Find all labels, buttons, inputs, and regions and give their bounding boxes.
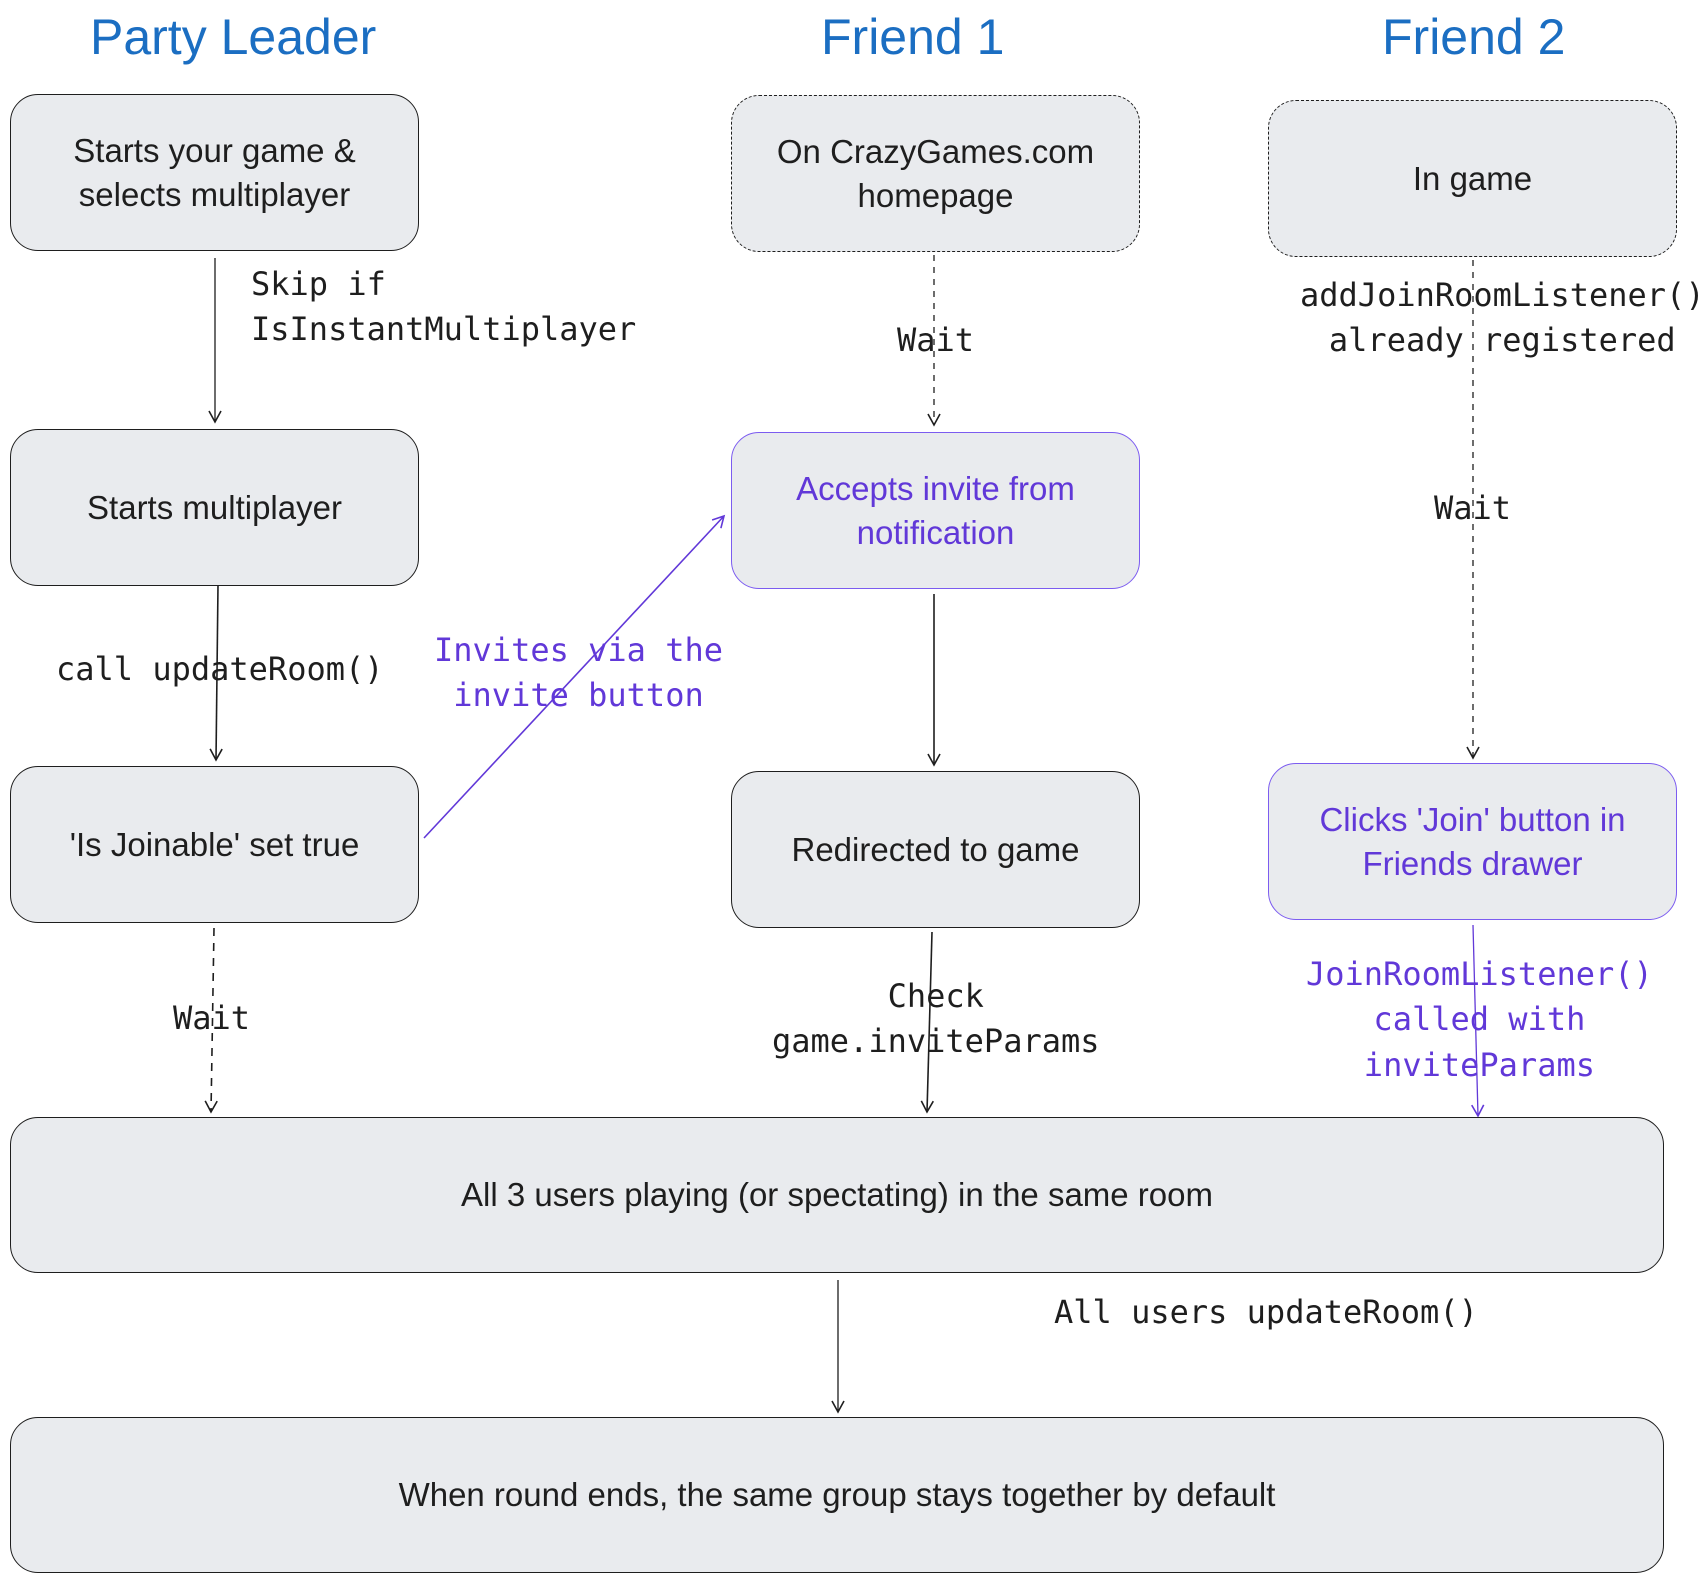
node-leader-multiplayer: Starts multiplayer: [10, 429, 419, 586]
node-friend1-homepage: On CrazyGames.com homepage: [731, 95, 1140, 252]
node-friend2-in-game: In game: [1268, 100, 1677, 257]
lane-title-friend-1: Friend 1: [821, 9, 1005, 65]
label-leader-wait: Wait: [173, 999, 251, 1037]
label-line: Skip if: [251, 265, 386, 303]
label-line: called with: [1373, 1000, 1586, 1039]
label-all-users-update-room: All users updateRoom(): [1054, 1293, 1478, 1331]
label-invites-via-button: Invites via the invite button: [434, 628, 723, 719]
lane-title-friend-2: Friend 2: [1382, 9, 1566, 65]
arrow-joinable-to-room: [204, 927, 218, 1114]
lane-title-party-leader: Party Leader: [90, 9, 377, 65]
label-line: Check: [887, 977, 984, 1015]
label-line: JoinRoomListener(): [1306, 955, 1653, 993]
node-friend2-clicks-join: Clicks 'Join' button in Friends drawer: [1268, 763, 1677, 920]
label-skip-if: Skip if IsInstantMultiplayer: [251, 262, 636, 353]
arrow-multiplayer-to-joinable: [209, 584, 223, 762]
node-round-ends: When round ends, the same group stays to…: [10, 1417, 1664, 1573]
label-line: IsInstantMultiplayer: [251, 310, 637, 349]
label-line: Invites via the: [434, 631, 723, 669]
node-friend1-accepts: Accepts invite from notification: [731, 432, 1140, 589]
node-leader-start: Starts your game & selects multiplayer: [10, 94, 419, 251]
label-line: inviteParams: [1363, 1045, 1595, 1084]
label-check-invite-params: Check game.inviteParams: [772, 974, 1100, 1065]
arrow-redirected-to-room: [920, 931, 934, 1114]
label-line: game.inviteParams: [772, 1022, 1100, 1061]
label-friend2-wait: Wait: [1434, 489, 1512, 527]
arrow-invite: [423, 514, 726, 839]
label-line: already registered: [1328, 321, 1676, 360]
arrow-clicks-to-room: [1471, 924, 1485, 1118]
node-friend1-redirected: Redirected to game: [731, 771, 1140, 928]
node-all-playing: All 3 users playing (or spectating) in t…: [10, 1117, 1664, 1273]
label-line: invite button: [453, 676, 704, 715]
label-friend1-wait: Wait: [897, 321, 975, 359]
label-line: addJoinRoomListener(): [1300, 276, 1701, 314]
label-join-room-listener: JoinRoomListener() called with invitePar…: [1306, 952, 1653, 1088]
node-leader-joinable: 'Is Joinable' set true: [10, 766, 419, 923]
label-call-update-room: call updateRoom(): [56, 650, 384, 688]
label-listener-registered: addJoinRoomListener() already registered: [1300, 273, 1701, 364]
